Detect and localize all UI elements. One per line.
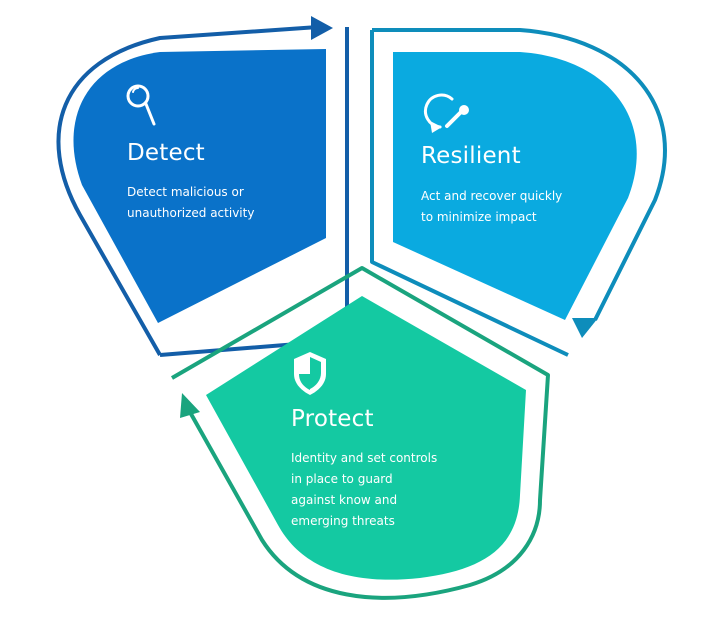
shield-icon — [294, 352, 326, 395]
resilient-outline — [370, 28, 667, 357]
detect-arrowhead — [311, 16, 333, 40]
protect-title: Protect — [291, 406, 374, 432]
detect-description: Detect malicious or unauthorized activit… — [127, 185, 255, 220]
resilient-description: Act and recover quickly to minimize impa… — [421, 189, 563, 224]
resilient-title: Resilient — [421, 143, 521, 169]
protect-arrowhead — [180, 393, 200, 418]
protect-segment — [206, 296, 526, 580]
detect-title: Detect — [127, 140, 205, 166]
resilient-arrowhead — [572, 318, 598, 338]
recover-wrench-icon — [424, 93, 469, 133]
magnifier-icon — [126, 84, 156, 126]
detect-segment — [73, 49, 326, 323]
protect-outline — [170, 266, 550, 600]
protect-description: Identity and set controls in place to gu… — [291, 451, 438, 528]
